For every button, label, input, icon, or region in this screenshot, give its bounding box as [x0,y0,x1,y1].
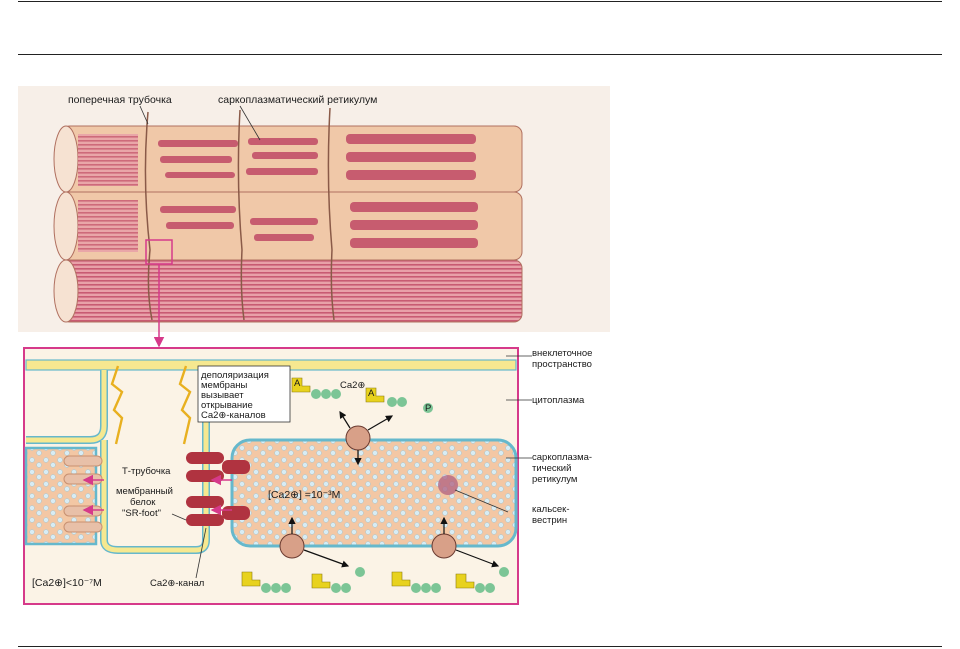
top-rule [18,1,942,2]
atp-icon: A [291,377,341,399]
label-t-tubule-top: поперечная трубочка [68,94,172,106]
atp-icon [241,571,291,593]
fiber-bottom [53,259,523,323]
header-rule [18,54,942,55]
label-ca-conc-low: [Ca2⊕]<10⁻⁷М [32,577,102,589]
label-ca-channel: Ca2⊕-канал [150,578,204,589]
atp-icon [311,567,365,593]
calsequestrin-blob [438,475,458,495]
atp-icon [391,571,441,593]
label-calsequestrin: кальсек- вестрин [532,504,572,526]
label-ca-conc-high: [Ca2⊕] =10⁻³М [268,489,340,501]
depolarization-signal [110,365,192,445]
label-depolarization: деполяризация мембраны вызывает открыван… [201,370,272,421]
label-sr-right: саркоплазма- тический ретикулум [532,452,595,485]
sr-network [158,134,478,248]
t-tubules [144,107,335,321]
label-membrane-protein: мембранный белок "SR-foot" [116,486,176,519]
label-sr-top: саркоплазматический ретикулум [218,94,377,106]
label-t-tubule-inner: Т-трубочка [122,466,171,477]
atp-icon: A [365,387,407,407]
detail-panel: A A P [23,347,595,605]
ca-flow-arrows [82,474,232,516]
svg-text:A: A [294,378,301,389]
label-cytoplasm: цитоплазма [532,395,585,406]
ca-pump-icon [431,516,500,568]
phosphate-icon: P [423,403,433,414]
svg-text:P: P [425,403,431,414]
atp-icon [455,567,509,593]
bottom-rule [18,646,942,647]
ca-pump-icon [279,516,350,568]
fiber-illustration: поперечная трубочка саркоплазматический … [18,86,610,348]
label-ca-ion: Ca2⊕ [340,380,365,391]
svg-text:A: A [368,388,375,399]
label-extracellular: внеклеточное пространство [532,348,595,370]
ca-pump-icon [339,410,394,466]
